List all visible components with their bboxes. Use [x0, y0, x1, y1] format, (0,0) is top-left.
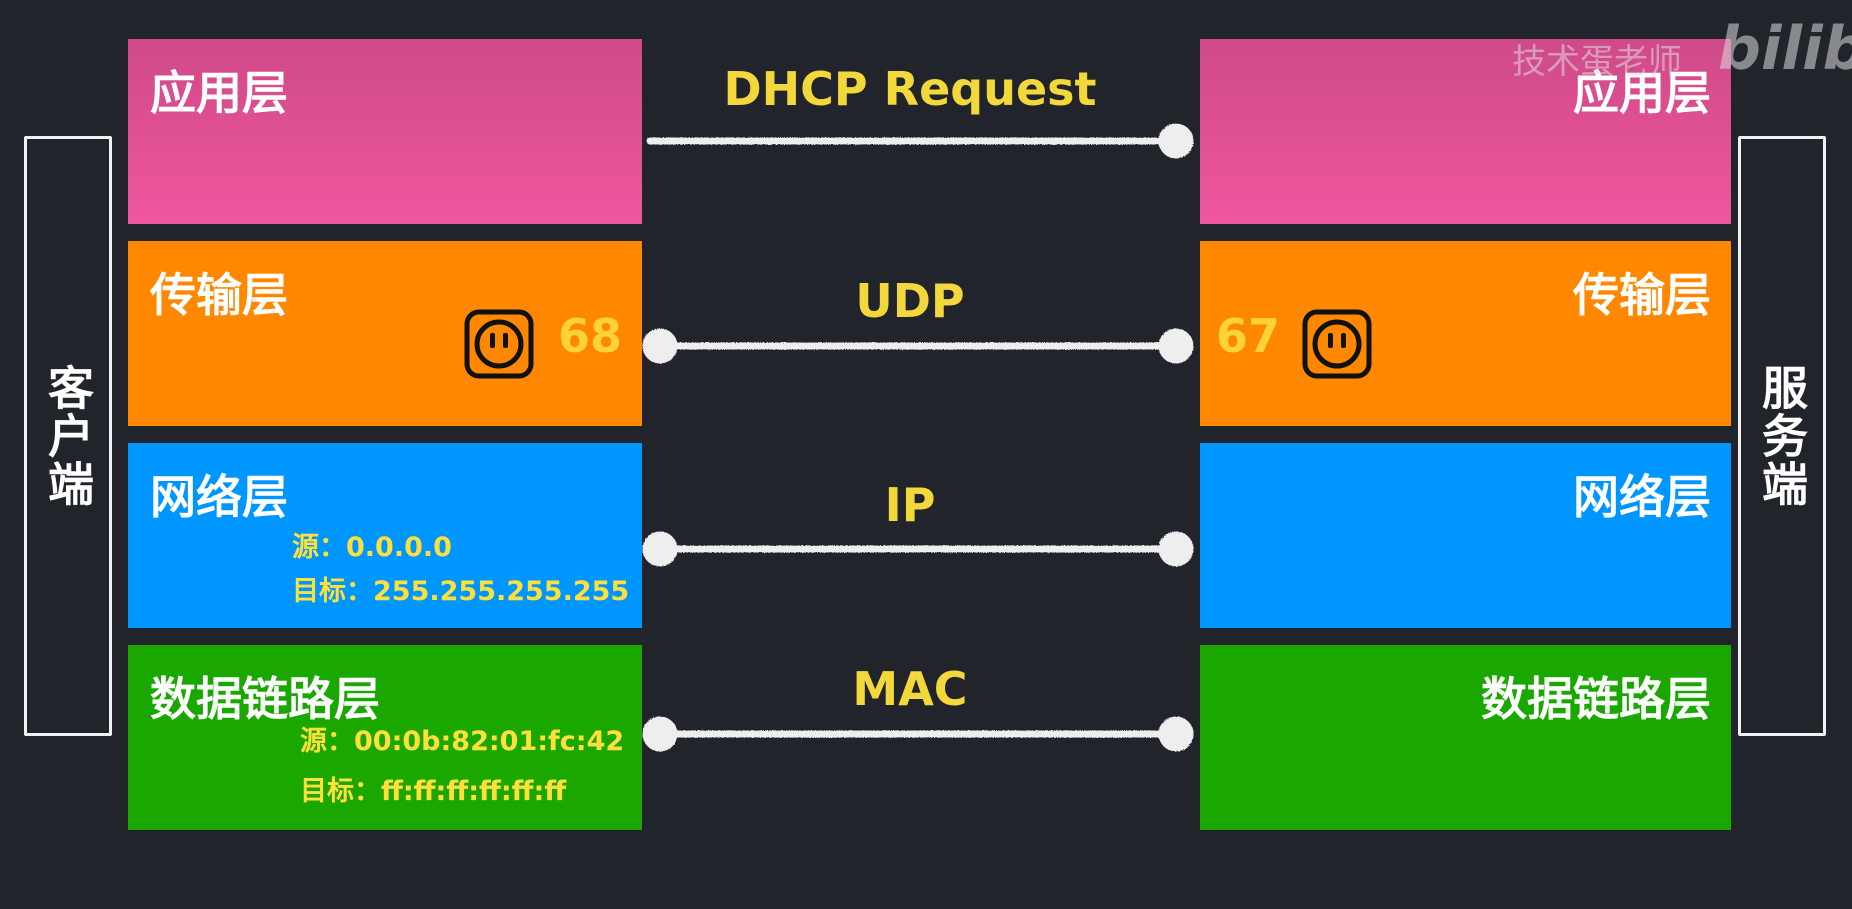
- protocol-mac: MAC: [852, 662, 968, 716]
- socket-icon: [464, 309, 534, 379]
- client-application-layer: 应用层: [128, 39, 642, 224]
- client-transport-title: 传输层: [150, 268, 288, 322]
- client-datalink-source: 源：00:0b:82:01:fc:42: [300, 726, 625, 757]
- application-wire-end: [1158, 123, 1194, 159]
- server-side-box: 服务端: [1738, 136, 1826, 736]
- server-transport-title: 传输层: [1573, 268, 1711, 322]
- client-datalink-target: 目标：ff:ff:ff:ff:ff:ff: [300, 776, 567, 807]
- protocol-ip: IP: [884, 478, 936, 532]
- datalink-wire-end: [1158, 716, 1194, 752]
- bilibili-logo: bilibili: [1718, 14, 1852, 84]
- client-application-title: 应用层: [150, 66, 288, 120]
- client-network-source: 源：0.0.0.0: [292, 532, 452, 563]
- transport-wire-end: [1158, 328, 1194, 364]
- client-label: 客户端: [41, 364, 95, 508]
- server-datalink-layer: 数据链路层: [1200, 645, 1731, 830]
- network-wire-end: [1158, 531, 1194, 567]
- server-network-title: 网络层: [1573, 470, 1711, 524]
- client-network-title: 网络层: [150, 470, 288, 524]
- client-datalink-title: 数据链路层: [150, 672, 380, 726]
- socket-icon: [1302, 309, 1372, 379]
- watermark-author: 技术蛋老师: [1512, 42, 1682, 82]
- server-label: 服务端: [1755, 364, 1809, 508]
- server-datalink-title: 数据链路层: [1481, 672, 1711, 726]
- protocol-udp: UDP: [855, 274, 965, 328]
- network-wire-start: [642, 531, 678, 567]
- client-transport-layer: 传输层 68: [128, 241, 642, 426]
- server-port: 67: [1216, 309, 1281, 363]
- client-port: 68: [558, 309, 623, 363]
- transport-wire-start: [642, 328, 678, 364]
- client-side-box: 客户端: [24, 136, 112, 736]
- client-network-target: 目标：255.255.255.255: [292, 576, 630, 607]
- protocol-dhcp-request: DHCP Request: [723, 62, 1097, 116]
- client-network-layer: 网络层 源：0.0.0.0 目标：255.255.255.255: [128, 443, 642, 628]
- datalink-wire-start: [642, 716, 678, 752]
- server-network-layer: 网络层: [1200, 443, 1731, 628]
- server-application-layer: 应用层: [1200, 39, 1731, 224]
- server-transport-layer: 传输层 67: [1200, 241, 1731, 426]
- client-datalink-layer: 数据链路层 源：00:0b:82:01:fc:42 目标：ff:ff:ff:ff…: [128, 645, 642, 830]
- server-application-title: 应用层: [1573, 66, 1711, 120]
